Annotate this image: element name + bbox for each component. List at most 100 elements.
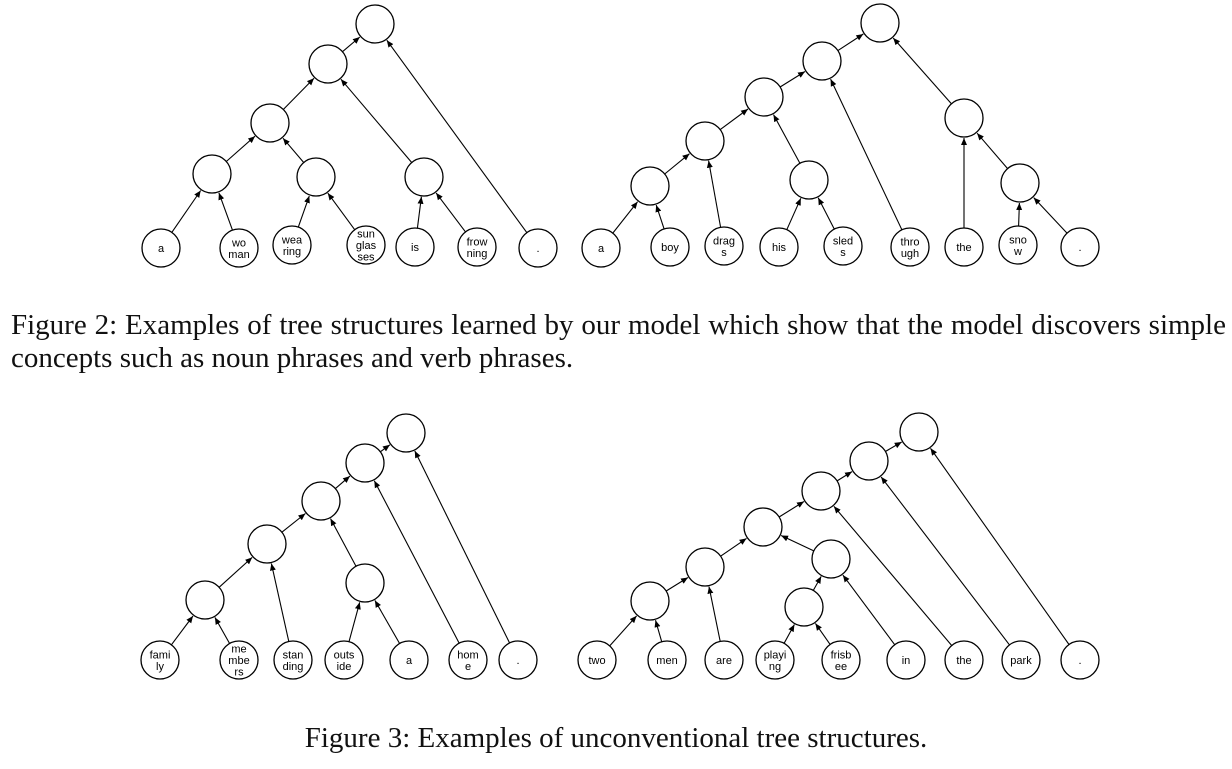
tree-leaf-node <box>324 640 364 680</box>
tree-edge-arrow <box>833 505 953 646</box>
tree-leaf-label: park <box>1010 655 1032 667</box>
figure-3-caption: Figure 3: Examples of unconventional tre… <box>304 722 928 754</box>
tree-leaf-label: a <box>158 243 165 255</box>
tree-edge-arrow <box>225 135 256 162</box>
tree-leaf-node <box>1060 227 1100 267</box>
tree-edge-arrow <box>171 190 202 233</box>
tree-leaf-node <box>890 227 930 267</box>
tree-leaf-node <box>273 640 313 680</box>
tree-leaf-node <box>944 227 984 267</box>
tree-leaf-label: sun <box>357 229 375 241</box>
tree-leaf-label: . <box>516 655 519 667</box>
tree-leaf-node <box>886 640 926 680</box>
tree-edge-arrow <box>842 574 896 646</box>
tree-leaf-label: . <box>536 243 539 255</box>
tree-internal-node <box>296 157 336 197</box>
tree-leaf-label: man <box>228 249 249 261</box>
tree-leaf-node <box>498 640 538 680</box>
tree-leaf-label: wo <box>231 237 246 249</box>
tree-leaf-node <box>759 227 799 267</box>
tree-edge-arrow <box>327 192 356 231</box>
tree-leaf-node <box>1060 640 1100 680</box>
tree-edge-arrow <box>414 450 511 644</box>
tree-leaf-node <box>395 227 435 267</box>
tree-leaf-label: ugh <box>901 248 919 260</box>
tree-edge-arrow <box>976 132 1009 169</box>
tree-internal-node <box>1000 163 1040 203</box>
tree-leaf-label: sno <box>1009 234 1027 246</box>
tree-internal-node <box>250 103 290 143</box>
tree-leaf-node <box>141 228 181 268</box>
tree-leaf-node <box>457 227 497 267</box>
tree-edge-arrow <box>340 78 413 163</box>
tree-internal-node <box>944 98 984 138</box>
tree-internal-node <box>743 507 783 547</box>
tree-leaf-node <box>389 640 429 680</box>
tree-edge-arrow <box>892 37 952 105</box>
tree-internal-node <box>355 4 395 44</box>
tree-leaf-label: his <box>772 242 787 254</box>
tree-edge-arrow <box>707 586 721 642</box>
tree-internal-node <box>860 3 900 43</box>
tree-edge-arrow <box>817 197 835 230</box>
tree-leaf-label: hom <box>457 649 478 661</box>
tree-leaf-label: ly <box>156 661 164 673</box>
tree-edge-arrow <box>386 39 528 233</box>
tree-internal-node <box>899 412 939 452</box>
tree-edge-arrow <box>282 137 305 163</box>
tree-leaf-label: sled <box>833 235 853 247</box>
tree-leaf-node <box>704 226 744 266</box>
tree-internal-node <box>802 41 842 81</box>
tree-edge-arrow <box>880 476 1010 646</box>
tree-edge-arrow <box>778 501 805 518</box>
tree-edge-arrow <box>783 624 795 644</box>
tree-edge-arrow <box>773 114 801 164</box>
tree-edge-arrow <box>609 615 638 647</box>
tree-leaf-label: fami <box>150 649 171 661</box>
tree-internal-node <box>345 563 385 603</box>
tree-edge-arrow <box>779 71 806 88</box>
tree-edge-arrow <box>335 475 351 490</box>
tree-edge-arrow <box>373 480 460 644</box>
tree-leaf-label: stan <box>283 649 304 661</box>
tree-edge-arrow <box>885 441 902 452</box>
tree-edge-arrow <box>282 77 315 110</box>
tree-internal-node <box>685 121 725 161</box>
figure-2-caption: Figure 2: Examples of tree structures le… <box>11 309 1226 374</box>
tree-internal-node <box>185 580 225 620</box>
tree-leaf-label: drag <box>713 235 735 247</box>
tree-edge-arrow <box>348 602 361 642</box>
tree-leaf-node <box>448 640 488 680</box>
tree-leaf-label: is <box>411 242 419 254</box>
tree-edge-arrow <box>654 620 663 642</box>
tree-leaf-node <box>219 640 259 680</box>
tree-edge-arrow <box>786 198 802 230</box>
tree-edge-arrow <box>612 201 639 234</box>
tree-edge-arrow <box>780 535 815 552</box>
tree-edge-arrow <box>297 195 310 228</box>
tree-internal-node <box>744 77 784 117</box>
tree-leaf-label: s <box>840 247 846 259</box>
tree-edge-arrow <box>655 204 665 230</box>
tree-edge-arrow <box>706 160 722 228</box>
tree-leaf-node <box>219 228 259 268</box>
tree-leaf-label: mbe <box>228 655 249 667</box>
tree-internal-node <box>308 44 348 84</box>
tree-edge-arrow <box>379 444 391 453</box>
tree-leaf-node <box>823 226 863 266</box>
tree-leaf-node <box>944 640 984 680</box>
tree-internal-node <box>345 443 385 483</box>
tree-leaf-label: ng <box>769 661 781 673</box>
tree-edge-arrow <box>1033 197 1068 234</box>
tree-leaf-label: the <box>956 242 971 254</box>
tree-leaf-node <box>577 640 617 680</box>
tree-leaf-label: s <box>721 247 727 259</box>
tree-edge-arrow <box>814 623 831 645</box>
tree-leaf-label: two <box>588 655 605 667</box>
tree-edge-arrow <box>218 556 253 588</box>
tree-edge-arrow <box>719 108 749 131</box>
